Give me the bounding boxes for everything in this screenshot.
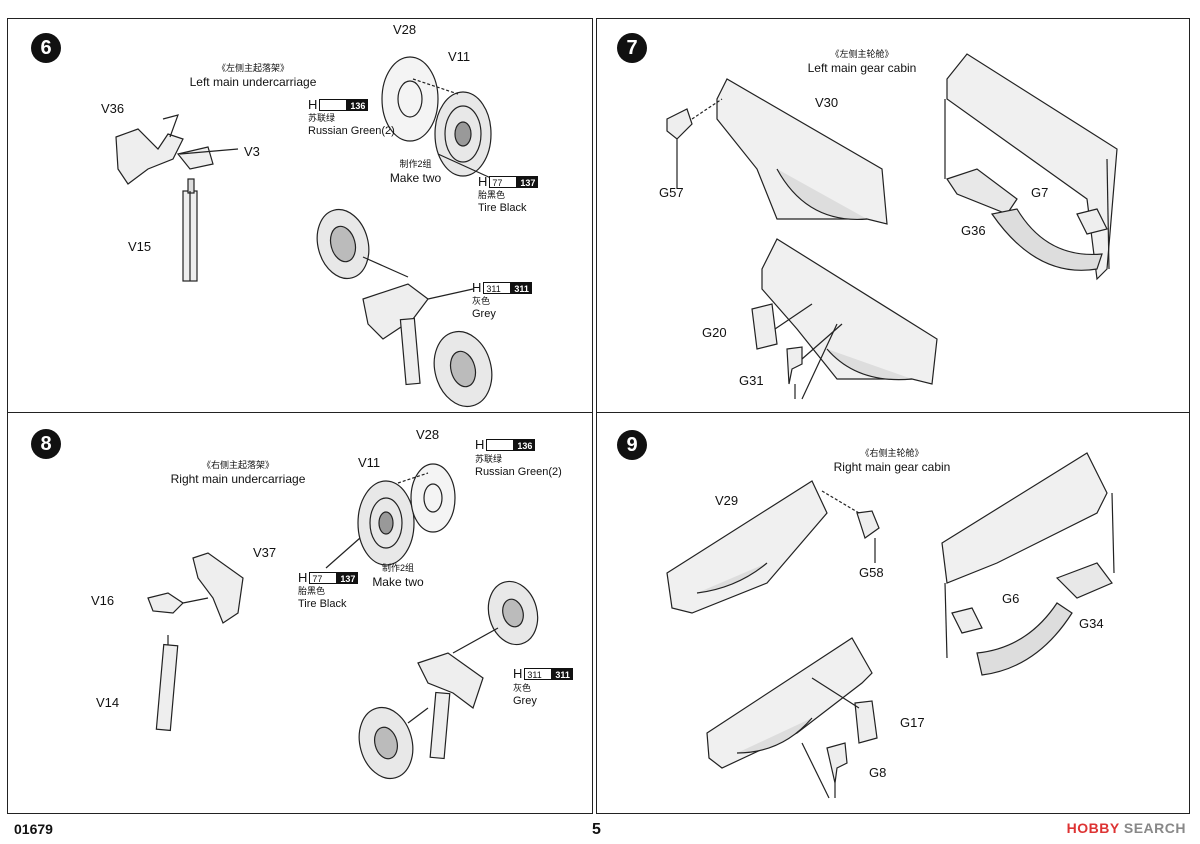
paint-swatch-hobby: 77 [309,571,338,584]
part-label-v3: V3 [244,144,260,159]
part-label-g6: G6 [1002,591,1020,606]
part-label-v16: V16 [91,593,115,608]
paint-h-label: H [478,174,488,189]
step-9-panel: 9 《右侧主轮舱》 Right main gear cabin V29 G58 … [596,412,1190,814]
step-title-en: Right main gear cabin [833,460,951,474]
paint-code-russian-green: H 136 [475,437,536,452]
paint-name-tire-black: 胎黑色 Tire Black [298,585,347,611]
part-label-v28: V28 [393,22,417,37]
step-title: 《左侧主轮舱》 Left main gear cabin [787,47,937,75]
part-label-g58: G58 [859,565,884,580]
step-6-panel: 6 《左侧主起落架》 Left main undercarriage V28 V… [7,18,593,413]
step-title-en: Left main undercarriage [189,75,317,89]
make-note-zh: 制作2组 [399,159,432,169]
paint-swatch-hobby: 77 [489,175,518,188]
part-label-g20: G20 [702,325,727,340]
step-8-panel: 8 《右侧主起落架》 Right main undercarriage V28 … [7,412,593,814]
step-title: 《右侧主起落架》 Right main undercarriage [148,458,328,486]
make-two-note: 制作2组 Make two [358,561,438,589]
page-number: 5 [592,821,601,838]
step-number-badge: 7 [617,33,647,63]
paint-h-label: H [298,570,308,585]
product-code: 01679 [14,821,53,837]
paint-name-en: Russian Green(2) [308,125,395,137]
paint-name-en: Russian Green(2) [475,466,562,478]
paint-swatch-acrysion: 311 [552,667,573,680]
paint-name-zh: 胎黑色 [298,586,326,596]
part-label-v29: V29 [715,493,739,508]
part-label-v11: V11 [358,455,381,470]
paint-code-grey: H 311 311 [472,280,532,295]
paint-h-label: H [472,280,482,295]
paint-name-russian-green: 苏联绿 Russian Green(2) [308,112,395,138]
part-label-g8: G8 [869,765,887,780]
paint-name-en: Grey [513,695,537,707]
part-label-g57: G57 [659,185,684,200]
part-label-g36: G36 [961,223,986,238]
part-label-v37: V37 [253,545,277,560]
paint-name-zh: 苏联绿 [475,454,503,464]
paint-swatch-acrysion: 136 [514,438,536,451]
part-label-v15: V15 [128,239,152,254]
step-7-panel: 7 《左侧主轮舱》 Left main gear cabin V30 G57 G… [596,18,1190,413]
paint-name-zh: 灰色 [513,683,532,693]
paint-code-russian-green: H 136 [308,97,369,112]
step-7-illustration [666,53,1118,400]
step-title-en: Right main undercarriage [170,472,306,486]
make-note-en: Make two [372,575,424,589]
paint-name-russian-green: 苏联绿 Russian Green(2) [475,453,562,479]
paint-name-en: Tire Black [298,598,347,610]
step-title-en: Left main gear cabin [807,61,917,75]
paint-h-label: H [513,666,523,681]
step-9-illustration [666,452,1115,799]
part-label-v11: V11 [448,49,471,64]
paint-swatch-acrysion: 137 [517,175,539,188]
step-6-illustration [115,56,494,408]
watermark: HOBBY SEARCH [1067,820,1186,836]
paint-swatch-acrysion: 137 [337,571,359,584]
step-title-zh: 《右侧主轮舱》 [860,448,924,458]
paint-name-zh: 胎黑色 [478,190,506,200]
paint-swatch-hobby: 311 [483,281,512,294]
make-two-note: 制作2组 Make two [378,157,453,185]
watermark-logo: HOBBY [1066,820,1120,836]
part-label-v14: V14 [96,695,120,710]
part-label-g17: G17 [900,715,925,730]
paint-name-zh: 苏联绿 [308,113,336,123]
paint-name-tire-black: 胎黑色 Tire Black [478,189,527,215]
paint-name-grey: 灰色 Grey [513,682,537,708]
step-number-badge: 9 [617,430,647,460]
paint-code-tire-black: H 77 137 [298,570,359,585]
step-title: 《右侧主轮舱》 Right main gear cabin [812,446,972,474]
step-title-zh: 《右侧主起落架》 [201,460,274,470]
part-label-v30: V30 [815,95,839,110]
paint-swatch-hobby [319,98,348,111]
step-number-badge: 6 [31,33,61,63]
paint-swatch-acrysion: 136 [347,98,369,111]
part-label-g34: G34 [1079,616,1104,631]
paint-name-en: Tire Black [478,202,527,214]
part-label-v36: V36 [101,101,125,116]
paint-name-grey: 灰色 Grey [472,295,496,321]
part-label-g31: G31 [739,373,764,388]
paint-name-en: Grey [472,308,496,320]
paint-swatch-hobby [486,438,515,451]
make-note-zh: 制作2组 [381,563,414,573]
step-title: 《左侧主起落架》 Left main undercarriage [168,61,338,89]
paint-name-zh: 灰色 [472,296,491,306]
paint-code-grey: H 311 311 [513,666,573,681]
step-title-zh: 《左侧主起落架》 [216,63,289,73]
paint-swatch-acrysion: 311 [511,281,532,294]
paint-code-tire-black: H 77 137 [478,174,539,189]
paint-swatch-hobby: 311 [524,667,553,680]
part-label-v28: V28 [416,427,440,442]
paint-h-label: H [308,97,318,112]
watermark-suffix: SEARCH [1123,820,1186,836]
make-note-en: Make two [389,171,442,185]
step-8-illustration [147,463,539,780]
step-number-badge: 8 [31,429,61,459]
step-title-zh: 《左侧主轮舱》 [830,49,894,59]
part-label-g7: G7 [1031,185,1049,200]
paint-h-label: H [475,437,485,452]
